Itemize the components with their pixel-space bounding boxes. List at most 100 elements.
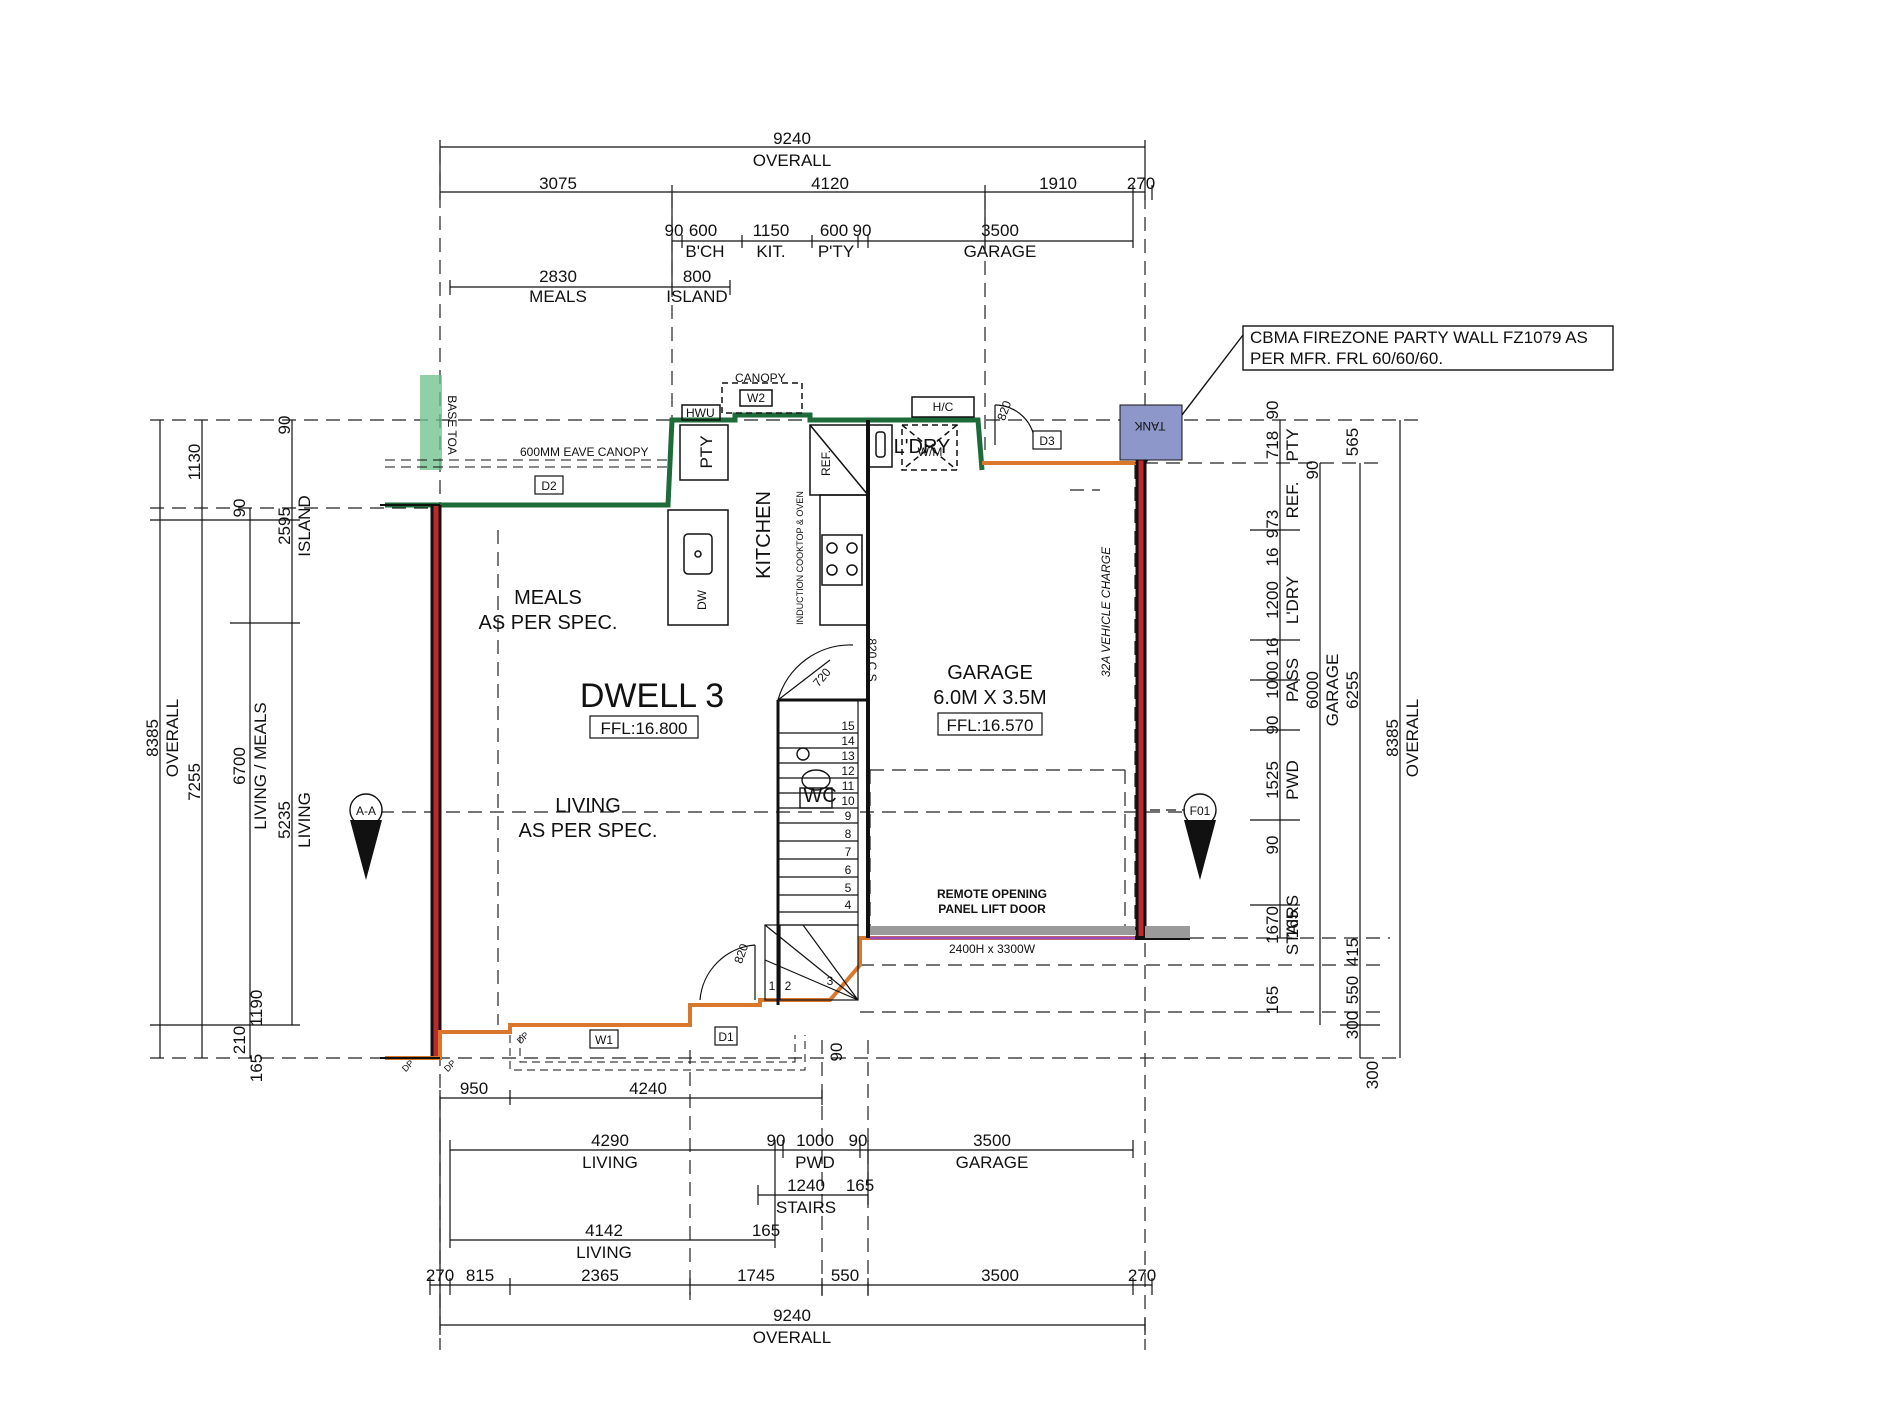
living-label: LIVING bbox=[555, 795, 621, 817]
top-dim-4120: 4120 bbox=[811, 174, 849, 193]
door-720: 720 bbox=[810, 665, 834, 690]
stair-9: 9 bbox=[845, 809, 852, 823]
right-label-pty: PTY bbox=[1283, 428, 1302, 461]
section-label: A-A bbox=[356, 804, 376, 818]
right-overall-value: 8385 bbox=[1383, 719, 1402, 757]
left-dim-1130: 1130 bbox=[185, 444, 204, 481]
right-dim-300a: 300 bbox=[1343, 1011, 1362, 1039]
right-label-ldry: L'DRY bbox=[1283, 576, 1302, 624]
right-dim-1200: 1200 bbox=[1263, 581, 1282, 619]
bottom-dim-4142: 4142 bbox=[585, 1221, 623, 1240]
wc-fixture bbox=[796, 747, 833, 809]
kitchen-label: KITCHEN bbox=[753, 491, 775, 579]
stair-4: 4 bbox=[845, 898, 852, 912]
meals-spec: AS PER SPEC. bbox=[479, 612, 618, 634]
stair-15: 15 bbox=[841, 719, 855, 733]
right-dim-90a: 90 bbox=[1263, 401, 1282, 420]
garage-label: GARAGE bbox=[947, 662, 1033, 684]
eave-canopy-label: 600MM EAVE CANOPY bbox=[520, 445, 648, 459]
section-marker-aa: A-A bbox=[349, 793, 383, 880]
bottom-label-living2: LIVING bbox=[576, 1243, 632, 1262]
bottom-label-stairs: STAIRS bbox=[776, 1198, 836, 1217]
dw-label: DW bbox=[695, 589, 709, 610]
vehicle-charge-label: 32A VEHICLE CHARGE bbox=[1099, 546, 1113, 677]
top-label-island: ISLAND bbox=[666, 287, 727, 306]
d3-tag: D3 bbox=[1039, 434, 1055, 448]
bottom-dim-3500: 3500 bbox=[973, 1131, 1011, 1150]
right-dim-973: 973 bbox=[1263, 510, 1282, 538]
right-dim-6000: 6000 bbox=[1303, 671, 1322, 709]
bottom-dim-165b: 165 bbox=[752, 1221, 780, 1240]
stair-14: 14 bbox=[841, 734, 855, 748]
dp-tag-1: DP bbox=[400, 1058, 416, 1074]
opening-tags bbox=[534, 430, 1062, 1049]
top-dim-270: 270 bbox=[1127, 174, 1155, 193]
top-label-meals: MEALS bbox=[529, 287, 587, 306]
base-toa-label: BASE TOA bbox=[445, 395, 459, 455]
left-dim-1190: 1190 bbox=[247, 990, 266, 1027]
wm-label: W/M bbox=[918, 445, 943, 459]
right-label-pass: PASS bbox=[1283, 658, 1302, 702]
bottom-dim-950: 950 bbox=[460, 1079, 488, 1098]
ffl-dwelling: FFL:16.800 bbox=[601, 719, 688, 738]
bottom-dim-4290: 4290 bbox=[591, 1131, 629, 1150]
top-dimensions bbox=[439, 140, 1153, 295]
bottom-dim-4240: 4240 bbox=[629, 1079, 667, 1098]
top-dim-3075: 3075 bbox=[539, 174, 577, 193]
stair-12: 12 bbox=[841, 764, 855, 778]
stair-tread-numbers: 15 14 13 12 11 10 9 8 7 6 5 4 3 2 1 bbox=[769, 719, 855, 993]
right-dimensions bbox=[1250, 420, 1401, 1058]
stair-2: 2 bbox=[785, 979, 792, 993]
party-wall-callout: CBMA FIREZONE PARTY WALL FZ1079 AS PER M… bbox=[1139, 325, 1614, 471]
top-dim-90b: 90 bbox=[853, 221, 872, 240]
d2-tag: D2 bbox=[541, 479, 557, 493]
right-dim-1525: 1525 bbox=[1263, 761, 1282, 799]
right-dim-415: 415 bbox=[1343, 938, 1362, 966]
left-label-living-meals: LIVING / MEALS bbox=[251, 702, 270, 830]
left-dim-5235: 5235 bbox=[275, 801, 294, 839]
top-dim-600b: 600 bbox=[820, 221, 848, 240]
walls bbox=[380, 412, 1190, 1060]
bottom-dim-3500b: 3500 bbox=[981, 1266, 1019, 1285]
stairs bbox=[764, 699, 859, 1001]
front-sill bbox=[509, 1035, 806, 1071]
living-spec: AS PER SPEC. bbox=[519, 820, 658, 842]
top-dim-90a: 90 bbox=[665, 221, 684, 240]
left-dimensions bbox=[150, 420, 300, 1058]
left-dim-2595: 2595 bbox=[275, 507, 294, 545]
reference-lines bbox=[150, 150, 1420, 1350]
right-dim-90d: 90 bbox=[1263, 836, 1282, 855]
hc-label: H/C bbox=[933, 400, 954, 414]
hwu-label: HWU bbox=[686, 406, 715, 420]
bottom-dim-2365: 2365 bbox=[581, 1266, 619, 1285]
top-dim-600a: 600 bbox=[689, 221, 717, 240]
ffl-garage: FFL:16.570 bbox=[947, 716, 1034, 735]
bottom-dimensions bbox=[429, 1090, 1153, 1335]
bottom-overall-value: 9240 bbox=[773, 1306, 811, 1325]
bottom-dim-270b: 270 bbox=[1128, 1266, 1156, 1285]
right-label-ref: REF. bbox=[1283, 482, 1302, 519]
left-overall-value: 8385 bbox=[143, 719, 162, 757]
dp-tag-3: DP bbox=[515, 1030, 531, 1046]
kitchen-fixtures bbox=[667, 382, 975, 626]
bottom-dim-90a: 90 bbox=[767, 1131, 786, 1150]
top-overall-value: 9240 bbox=[773, 129, 811, 148]
tank: TANK bbox=[1119, 404, 1183, 461]
top-label-bch: B'CH bbox=[685, 242, 724, 261]
wc-label: WC bbox=[803, 785, 836, 807]
w2-tag: W2 bbox=[747, 391, 765, 405]
panel-lift-door-label: PANEL LIFT DOOR bbox=[938, 902, 1046, 916]
bottom-dim-550: 550 bbox=[831, 1266, 859, 1285]
canopy-label: CANOPY bbox=[735, 371, 786, 385]
remote-opening-label: REMOTE OPENING bbox=[937, 887, 1047, 901]
right-dim-165a: 165 bbox=[1263, 986, 1282, 1014]
bottom-label-pwd: PWD bbox=[795, 1153, 835, 1172]
ldry-label: L'DRY bbox=[894, 436, 951, 458]
base-toa-hatch: BASE TOA bbox=[420, 375, 459, 470]
top-label-kit: KIT. bbox=[756, 242, 785, 261]
bottom-label-garage: GARAGE bbox=[956, 1153, 1029, 1172]
induction-label: INDUCTION COOKTOP & OVEN bbox=[795, 491, 805, 625]
bottom-dim-1745: 1745 bbox=[737, 1266, 775, 1285]
right-dim-1670: 1670 bbox=[1263, 906, 1282, 944]
top-label-garage: GARAGE bbox=[964, 242, 1037, 261]
